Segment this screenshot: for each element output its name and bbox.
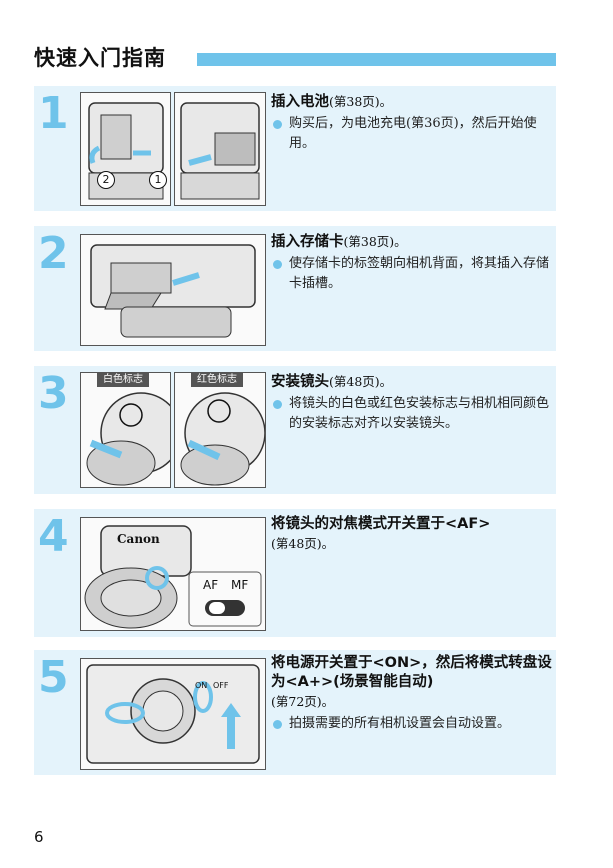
power-mode-dial-photo: ON OFF — [80, 658, 266, 770]
battery-door-photo: 2 1 — [80, 92, 171, 206]
step-heading: 将镜头的对焦模式开关置于<AF> (第48页)。 — [271, 515, 553, 554]
title-accent-bar — [197, 53, 556, 66]
step-heading: 将电源开关置于<ON>，然后将模式转盘设为<A+>(场景智能自动) (第72页)。 — [271, 654, 553, 712]
step-heading: 插入存储卡(第38页)。 — [271, 232, 553, 252]
step-5-text: 将电源开关置于<ON>，然后将模式转盘设为<A+>(场景智能自动) (第72页)。… — [271, 654, 553, 734]
step-heading-label: 将镜头的对焦模式开关置于<AF> — [271, 516, 491, 532]
step-heading-label: 安装镜头 — [271, 374, 329, 390]
step-4: 4 Canon AF MF 将镜头的对焦模式开关置于<AF> (第48页)。 — [34, 509, 556, 637]
bullet-text: 购买后，为电池充电(第36页)，然后开始使用。 — [289, 116, 537, 151]
step-heading: 安装镜头(第48页)。 — [271, 372, 553, 392]
bullet-item: 将镜头的白色或红色安装标志与相机相同颜色的安装标志对齐以安装镜头。 — [271, 394, 553, 434]
lens-mount-white-photo: 白色标志 — [80, 372, 171, 488]
step-3: 3 白色标志 红色标志 安装镜头(第48页)。 将镜头的白色或红色安装标志与相机… — [34, 366, 556, 494]
bullet-dot-icon — [273, 120, 282, 129]
step-circle-1: 1 — [149, 171, 167, 189]
bullet-text: 使存储卡的标签朝向相机背面，将其插入存储卡插槽。 — [289, 256, 550, 291]
step-number: 5 — [38, 652, 69, 703]
step-number: 2 — [38, 228, 69, 279]
bullet-dot-icon — [273, 260, 282, 269]
battery-insert-illustration — [180, 102, 260, 200]
bullet-text: 将镜头的白色或红色安装标志与相机相同颜色的安装标志对齐以安装镜头。 — [289, 396, 550, 431]
step-4-text: 将镜头的对焦模式开关置于<AF> (第48页)。 — [271, 515, 553, 554]
step-heading-label: 插入电池 — [271, 94, 329, 110]
bullet-text: 拍摄需要的所有相机设置会自动设置。 — [289, 716, 511, 731]
step-circle-2: 2 — [97, 171, 115, 189]
bullet-dot-icon — [273, 720, 282, 729]
af-label: AF — [203, 578, 219, 592]
step-1: 1 2 1 插入电池(第38页)。 购买后，为电池充电(第36页)，然后开始使用… — [34, 86, 556, 211]
off-label: OFF — [213, 681, 229, 690]
step-heading: 插入电池(第38页)。 — [271, 92, 553, 112]
page-reference: (第38页)。 — [343, 234, 407, 249]
bullet-item: 使存储卡的标签朝向相机背面，将其插入存储卡插槽。 — [271, 254, 553, 294]
brand-logo: Canon — [117, 532, 160, 546]
page-reference: (第48页)。 — [271, 536, 335, 551]
page-number: 6 — [34, 828, 44, 846]
bullet-dot-icon — [273, 400, 282, 409]
page-reference: (第48页)。 — [329, 374, 393, 389]
step-number: 1 — [38, 88, 69, 139]
lens-mount-red-illustration — [180, 392, 265, 486]
focus-switch-photo: Canon AF MF — [80, 517, 266, 631]
step-heading-label: 插入存储卡 — [271, 234, 344, 250]
lens-mount-red-photo: 红色标志 — [174, 372, 266, 488]
step-5: 5 ON OFF 将电源开关置于<ON>，然后将模式转盘设为<A+>(场景智能自… — [34, 650, 556, 775]
on-label: ON — [195, 681, 208, 690]
battery-insert-photo — [174, 92, 266, 206]
white-mark-tag: 白色标志 — [97, 373, 149, 387]
page-reference: (第38页)。 — [329, 94, 393, 109]
step-2: 2 插入存储卡(第38页)。 使存储卡的标签朝向相机背面，将其插入存储卡插槽。 — [34, 226, 556, 351]
lens-mount-white-illustration — [86, 392, 170, 486]
step-2-text: 插入存储卡(第38页)。 使存储卡的标签朝向相机背面，将其插入存储卡插槽。 — [271, 232, 553, 294]
memory-card-illustration — [90, 244, 256, 338]
bullet-item: 购买后，为电池充电(第36页)，然后开始使用。 — [271, 114, 553, 154]
step-number: 4 — [38, 511, 69, 562]
red-mark-tag: 红色标志 — [191, 373, 243, 387]
page-reference: (第72页)。 — [271, 694, 335, 709]
title-row: 快速入门指南 — [34, 42, 556, 74]
focus-switch-illustration — [84, 525, 262, 629]
step-1-text: 插入电池(第38页)。 购买后，为电池充电(第36页)，然后开始使用。 — [271, 92, 553, 154]
page-title: 快速入门指南 — [34, 46, 166, 70]
mf-label: MF — [231, 578, 249, 592]
step-number: 3 — [38, 368, 69, 419]
battery-door-illustration — [88, 102, 164, 200]
power-mode-dial-illustration — [86, 664, 260, 764]
step-3-text: 安装镜头(第48页)。 将镜头的白色或红色安装标志与相机相同颜色的安装标志对齐以… — [271, 372, 553, 434]
memory-card-photo — [80, 234, 266, 346]
bullet-item: 拍摄需要的所有相机设置会自动设置。 — [271, 714, 553, 734]
step-heading-label: 将电源开关置于<ON>，然后将模式转盘设为<A+>(场景智能自动) — [271, 655, 552, 690]
